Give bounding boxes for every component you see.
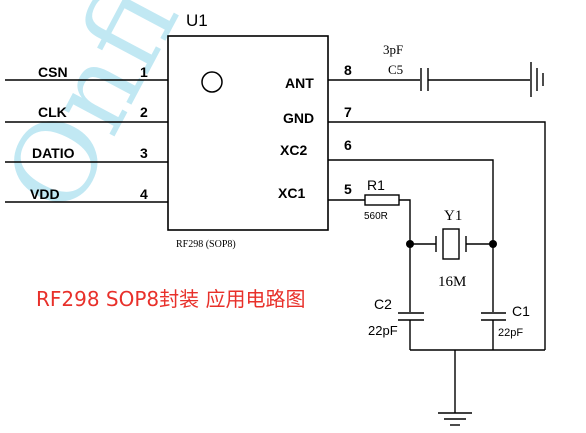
pin-num-6: 6	[344, 137, 352, 153]
pin-name-csn: CSN	[38, 64, 68, 80]
y1-body	[442, 228, 460, 260]
xc1-wire-2	[399, 199, 411, 312]
pin-num-3: 3	[140, 145, 148, 161]
pin1-marker	[201, 71, 223, 93]
pin-num-2: 2	[140, 104, 148, 120]
c5-value: 3pF	[383, 42, 403, 57]
gnd-wire	[328, 121, 546, 350]
r1-ref: R1	[367, 177, 385, 193]
pin-num-5-label: 5	[344, 181, 352, 197]
c2-ref: C2	[374, 296, 392, 312]
pin-name-datio: DATIO	[32, 145, 75, 161]
pin-name-ant: ANT	[285, 75, 314, 91]
pin-name-gnd: GND	[283, 110, 314, 126]
pin-name-xc1: XC1	[278, 185, 305, 201]
xc2-wire	[328, 159, 494, 312]
pin-num-7: 7	[344, 104, 352, 120]
c2-value: 22pF	[368, 323, 398, 338]
pin-num-1: 1	[140, 64, 148, 80]
junction-left	[406, 240, 414, 248]
chip-body	[167, 35, 329, 231]
y1-ref: Y1	[444, 208, 462, 224]
chip-ref: U1	[186, 11, 208, 30]
c1-ref: C1	[512, 303, 530, 319]
pin-num-4: 4	[140, 186, 148, 202]
c5-ref: C5	[388, 62, 403, 77]
diagram-caption: RF298 SOP8封装 应用电路图	[36, 287, 306, 311]
r1-value: 560R	[364, 211, 388, 222]
chip-part-label: RF298 (SOP8)	[176, 239, 236, 250]
pin-name-clk: CLK	[38, 104, 67, 120]
junction-right	[489, 240, 497, 248]
pin-name-vdd: VDD	[30, 186, 60, 202]
y1-value: 16M	[438, 274, 466, 290]
r1-body	[364, 194, 400, 206]
pin-name-xc2: XC2	[280, 142, 307, 158]
c1-value: 22pF	[498, 327, 523, 339]
pin-num-8: 8	[344, 62, 352, 78]
